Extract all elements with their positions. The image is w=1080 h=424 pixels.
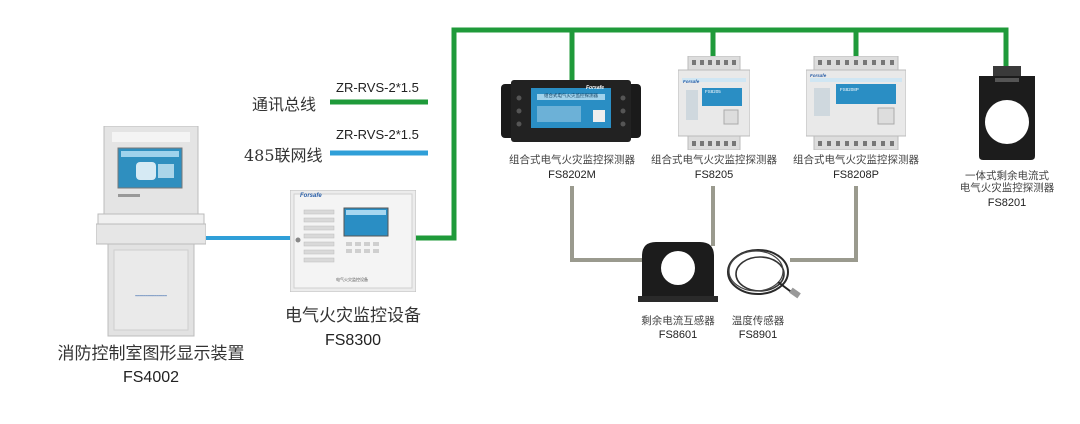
ct-sensor-model: FS8601	[658, 329, 698, 341]
graphic-display-console-image: ━━━━━━━━━━━━━━━	[96, 126, 206, 337]
detector-fs8208p-brand: Forsafe	[810, 73, 827, 78]
detector-fs8201-name-line2: 电气火灾监控探测器	[959, 182, 1055, 194]
sensor-line-fs8202m	[570, 186, 644, 262]
detector-fs8201-model: FS8201	[987, 197, 1027, 209]
detector-fs8201-image	[979, 66, 1035, 160]
detector-fs8202m-model: FS8202M	[548, 169, 596, 181]
legend-bus-cable: ZR-RVS-2*1.5	[336, 80, 419, 95]
detector-fs8202m-name: 组合式电气火灾监控探测器	[509, 154, 635, 166]
detector-fs8205-brand: Forsafe	[683, 79, 700, 84]
detector-fs8205-model: FS8205	[694, 169, 734, 181]
detector-fs8208p-screen-title: FS8208P	[840, 87, 859, 92]
detector-fs8202m-screen-title: 组合式电气火灾监控探测器	[544, 94, 598, 99]
temp-sensor-model: FS8901	[738, 329, 778, 341]
detector-fs8205-image	[678, 56, 750, 150]
monitor-equipment-panel-caption: 电气火灾监控设备	[336, 277, 368, 282]
detector-fs8205-screen-title: FS8205	[705, 89, 721, 94]
legend-net-label: 485联网线	[244, 146, 323, 165]
legend-net-cable: ZR-RVS-2*1.5	[336, 127, 419, 142]
temp-sensor-image	[727, 249, 801, 299]
detector-fs8202m-image	[501, 80, 641, 142]
detector-fs8205-name: 组合式电气火灾监控探测器	[651, 154, 777, 166]
legend-bus-label: 通讯总线	[252, 95, 317, 114]
bus-main-line	[416, 27, 1009, 241]
temp-sensor-name: 温度传感器	[731, 315, 785, 327]
detector-fs8208p-model: FS8208P	[833, 169, 879, 181]
monitor-equipment-image	[290, 190, 416, 292]
detector-fs8208p-name: 组合式电气火灾监控探测器	[793, 154, 919, 166]
detector-fs8202m-brand: Forsafe	[586, 85, 605, 91]
svg-text:━━━━━━━━━━━━━━━: ━━━━━━━━━━━━━━━	[134, 294, 168, 298]
graphic-display-model: FS4002	[122, 369, 180, 386]
detector-fs8208p-image	[806, 56, 906, 150]
monitor-equipment-brand: Forsafe	[300, 193, 322, 199]
sensor-line-fs8208p	[790, 186, 858, 262]
ct-sensor-image	[638, 242, 718, 302]
ct-sensor-name: 剩余电流互感器	[641, 315, 715, 327]
monitor-equipment-name: 电气火灾监控设备	[285, 306, 421, 326]
bus-lines	[416, 27, 1009, 241]
graphic-display-name: 消防控制室图形显示装置	[57, 344, 245, 364]
sensor-lines	[570, 186, 858, 262]
monitor-equipment-model: FS8300	[324, 332, 382, 349]
detector-fs8201-name-line1: 一体式剩余电流式	[965, 170, 1049, 182]
